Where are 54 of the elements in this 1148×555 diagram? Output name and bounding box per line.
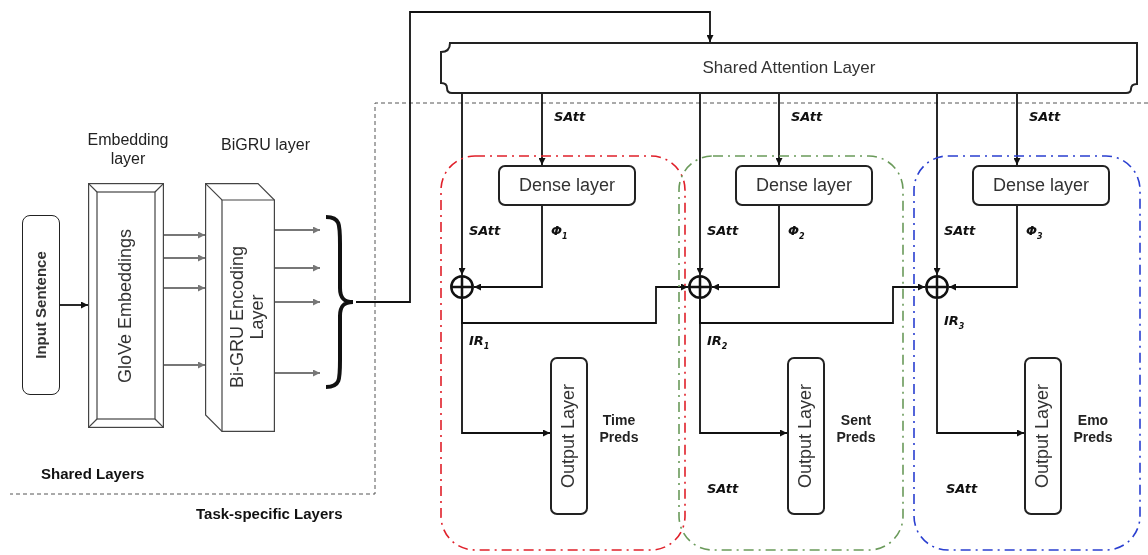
signal-label: SAtt	[945, 482, 979, 497]
arrow	[948, 205, 1018, 291]
dense-layer-box	[972, 165, 1110, 206]
arrow	[711, 205, 780, 291]
arrow	[458, 93, 466, 276]
arrow	[274, 369, 321, 377]
arrow	[696, 93, 704, 276]
node-text: Output Layer	[559, 383, 579, 489]
prediction-label: Emo Preds	[1072, 412, 1114, 446]
arrow	[936, 298, 1025, 437]
node-text: Dense layer	[755, 175, 852, 196]
edge-label: IR$_{3}$	[943, 314, 966, 332]
dense-layer-box	[498, 165, 636, 206]
arrow	[163, 284, 206, 292]
edge-label: IR$_{1}$	[468, 334, 491, 352]
arrow	[274, 226, 321, 234]
arrow	[163, 361, 206, 369]
arrow	[355, 11, 714, 303]
node-text: Output Layer	[796, 383, 816, 489]
node-text: Shared Attention Layer	[702, 58, 876, 78]
layer-caption: Embedding layer	[86, 130, 170, 169]
arrow	[1013, 93, 1021, 166]
arrow	[163, 254, 206, 262]
prediction-label: Time Preds	[598, 412, 640, 446]
node-text: GloVe Embeddings	[116, 228, 136, 383]
output-layer-box	[550, 357, 588, 515]
node-text: Input Sentence	[32, 251, 50, 359]
node-text: Bi-GRU Encoding Layer	[228, 245, 269, 391]
edge-label: Φ$_{2}$	[787, 224, 806, 242]
arrow	[699, 283, 926, 324]
signal-label: SAtt	[706, 482, 740, 497]
arrow	[59, 301, 89, 309]
dense-layer-box	[735, 165, 873, 206]
edge-label: IR$_{2}$	[706, 334, 729, 352]
input-box	[22, 215, 60, 395]
section-label: Task-specific Layers	[195, 506, 344, 523]
arrow	[775, 93, 783, 166]
arrow	[163, 231, 206, 239]
layer-caption: BiGRU layer	[220, 135, 311, 155]
arrow	[933, 93, 941, 276]
arrow	[538, 93, 546, 166]
output-layer-box	[1024, 357, 1062, 515]
section-label: Shared Layers	[40, 466, 146, 483]
arrow	[473, 205, 543, 291]
prediction-label: Sent Preds	[835, 412, 877, 446]
edge-label: Φ$_{3}$	[1025, 224, 1044, 242]
output-layer-box	[787, 357, 825, 515]
node-text: Dense layer	[518, 175, 615, 196]
arrow	[461, 283, 689, 324]
node-text: Dense layer	[992, 175, 1089, 196]
edge-label: Φ$_{1}$	[550, 224, 569, 242]
arrow	[274, 264, 321, 272]
node-text: Output Layer	[1033, 383, 1053, 489]
arrow	[274, 298, 321, 306]
